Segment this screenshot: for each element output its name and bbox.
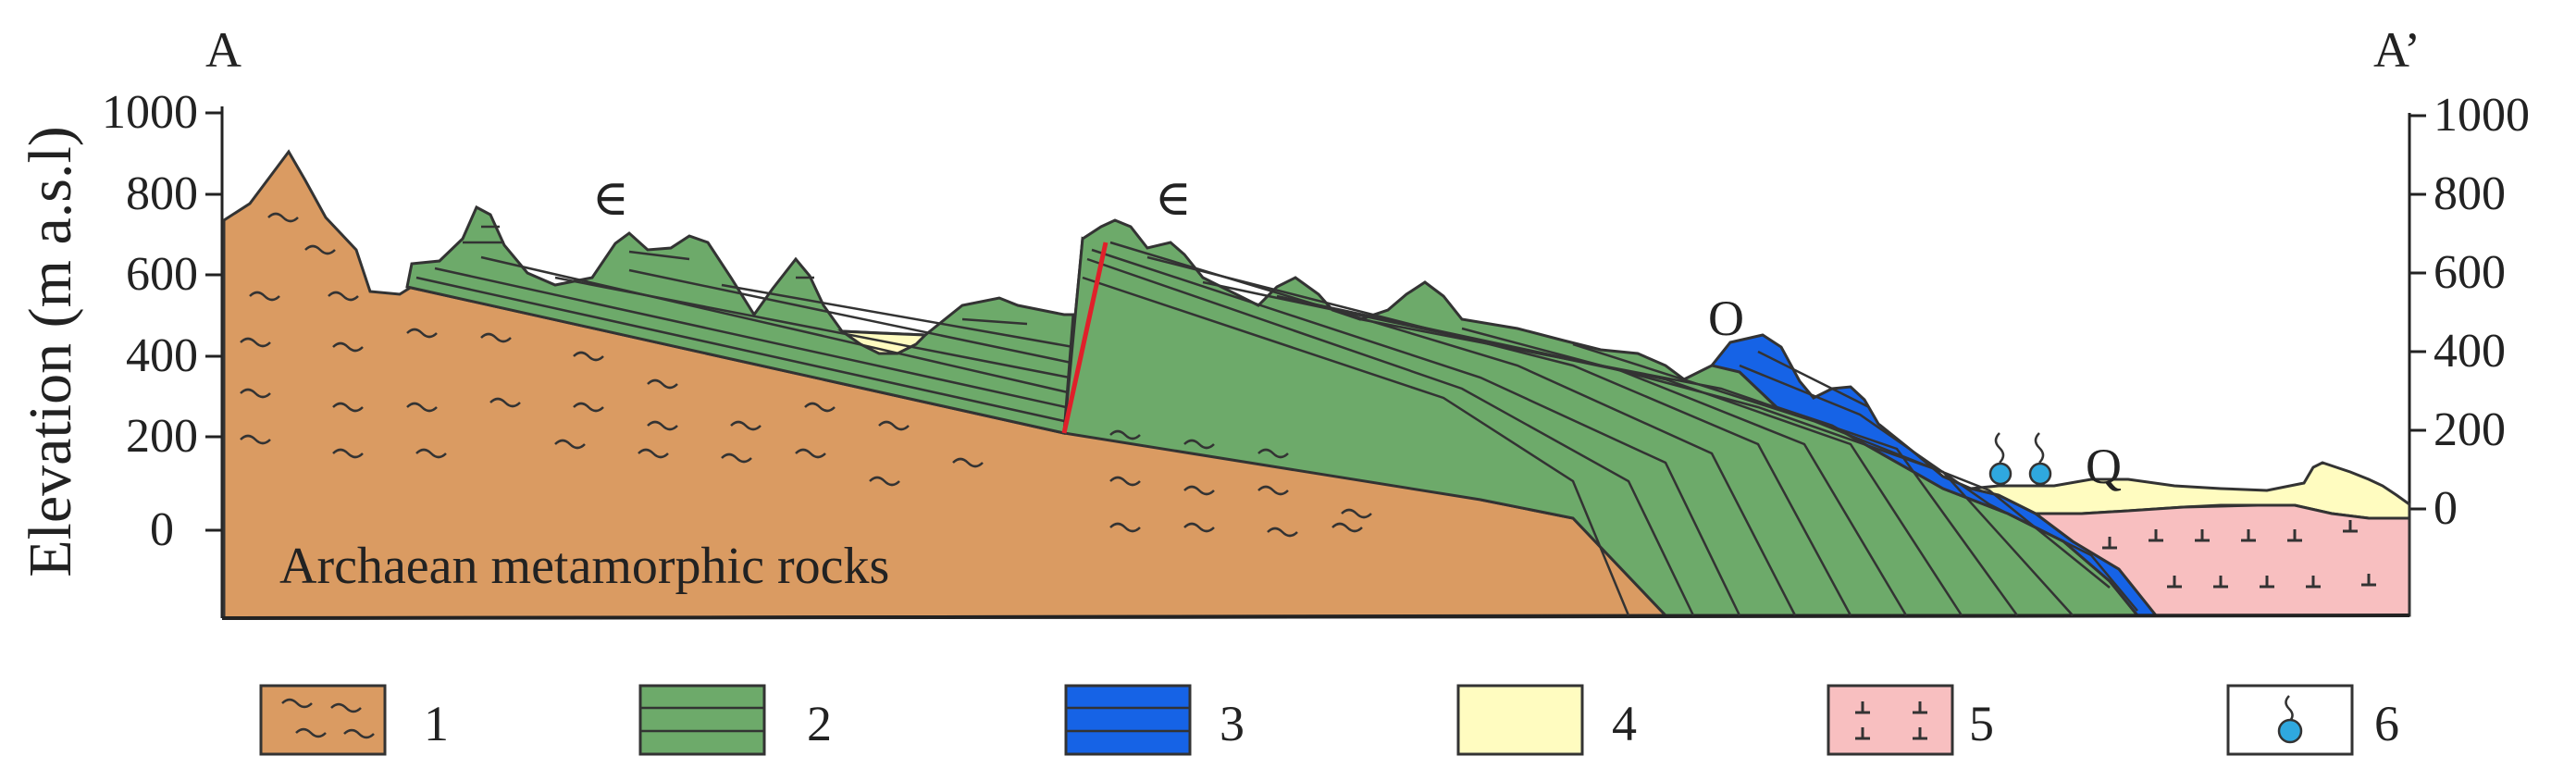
right-tick-label: 400 <box>2434 325 2506 378</box>
ordovician-label: O <box>1708 291 1744 346</box>
left-tick-label: 200 <box>126 410 198 463</box>
cambrian-label: ∈ <box>1155 170 1192 226</box>
spring-icon <box>2277 695 2303 744</box>
metamorphic-marks <box>240 212 1372 538</box>
left-axis <box>205 106 224 618</box>
legend-number: 2 <box>807 696 832 751</box>
spring-symbols <box>1988 432 2052 486</box>
legend-number: 5 <box>1969 696 1994 751</box>
right-tick-label: 800 <box>2434 167 2506 220</box>
right-tick-label: 600 <box>2434 246 2506 299</box>
legend: 1 2 3 4 5 6 <box>259 684 2399 756</box>
section-start-label: A <box>205 22 242 78</box>
cambrian-block-left <box>405 205 1075 435</box>
legend-number: 4 <box>1612 696 1637 751</box>
legend-number: 6 <box>2374 696 2399 751</box>
right-tick-label: 1000 <box>2434 89 2530 142</box>
left-tick-label: 0 <box>150 503 174 556</box>
legend-number: 1 <box>424 696 449 751</box>
bedding-lines <box>415 225 2111 616</box>
legend-swatch-3 <box>1064 684 1192 756</box>
legend-number: 3 <box>1220 696 1245 751</box>
ordovician-bedding <box>1739 350 2138 612</box>
left-tick-label: 1000 <box>102 86 198 139</box>
fault-line <box>1061 242 1108 434</box>
legend-swatch-2 <box>638 684 766 756</box>
section-end-label: A’ <box>2373 22 2421 78</box>
section-base <box>221 614 2410 620</box>
quaternary-label: Q <box>2086 439 2122 494</box>
left-tick-label: 800 <box>126 167 198 220</box>
right-axis <box>2408 113 2426 615</box>
cambrian-label: ∈ <box>592 170 629 226</box>
legend-swatch-1 <box>259 684 387 756</box>
right-tick-label: 0 <box>2434 482 2458 535</box>
y-axis-title: Elevation (m a.s.l) <box>17 126 84 577</box>
right-tick-label: 200 <box>2434 403 2506 456</box>
left-tick-label: 400 <box>126 329 198 382</box>
left-tick-label: 600 <box>126 248 198 301</box>
legend-swatch-5 <box>1827 684 1954 756</box>
left-tick-labels: 1000 800 600 400 200 0 <box>102 86 198 556</box>
legend-swatch-4 <box>1456 684 1584 756</box>
intrusive-marks <box>2102 520 2376 589</box>
basement-label: Archaean metamorphic rocks <box>279 538 889 595</box>
right-tick-labels: 1000 800 600 400 200 0 <box>2434 89 2530 535</box>
